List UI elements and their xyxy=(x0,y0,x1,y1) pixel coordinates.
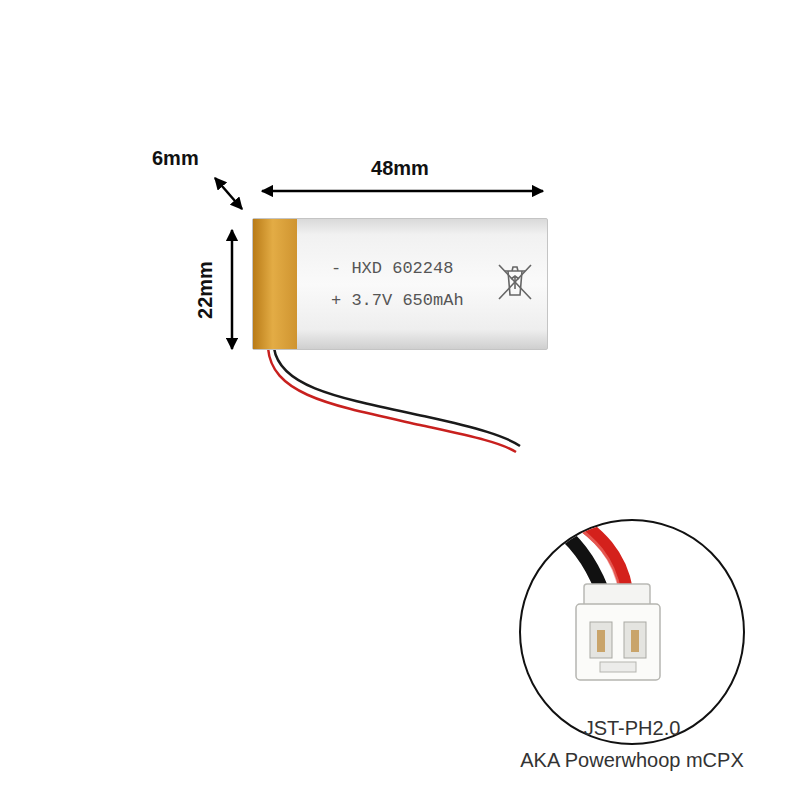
recycle-symbol xyxy=(493,259,537,303)
dimension-arrow xyxy=(231,230,234,349)
connector-caption: JST-PH2.0 xyxy=(584,716,681,740)
dimension-label: 48mm xyxy=(371,156,429,180)
connector-caption: AKA Powerwhoop mCPX xyxy=(520,748,743,772)
kapton-tape xyxy=(253,219,297,349)
battery-marking: + 3.7V 650mAh xyxy=(331,291,477,311)
battery-marking: - HXD 602248 xyxy=(331,259,477,279)
battery-print: - HXD 602248 + 3.7V 650mAh xyxy=(253,219,547,312)
dimension-arrow xyxy=(262,190,543,193)
black-wire xyxy=(274,348,520,446)
dimension-label: 22mm xyxy=(193,261,217,319)
dimension-label: 6mm xyxy=(152,146,199,170)
inset-circle xyxy=(520,520,744,744)
red-wire xyxy=(268,348,516,452)
connector-picture xyxy=(548,512,660,680)
battery-body: - HXD 602248 + 3.7V 650mAh xyxy=(252,218,548,350)
dimension-arrow xyxy=(215,178,242,209)
